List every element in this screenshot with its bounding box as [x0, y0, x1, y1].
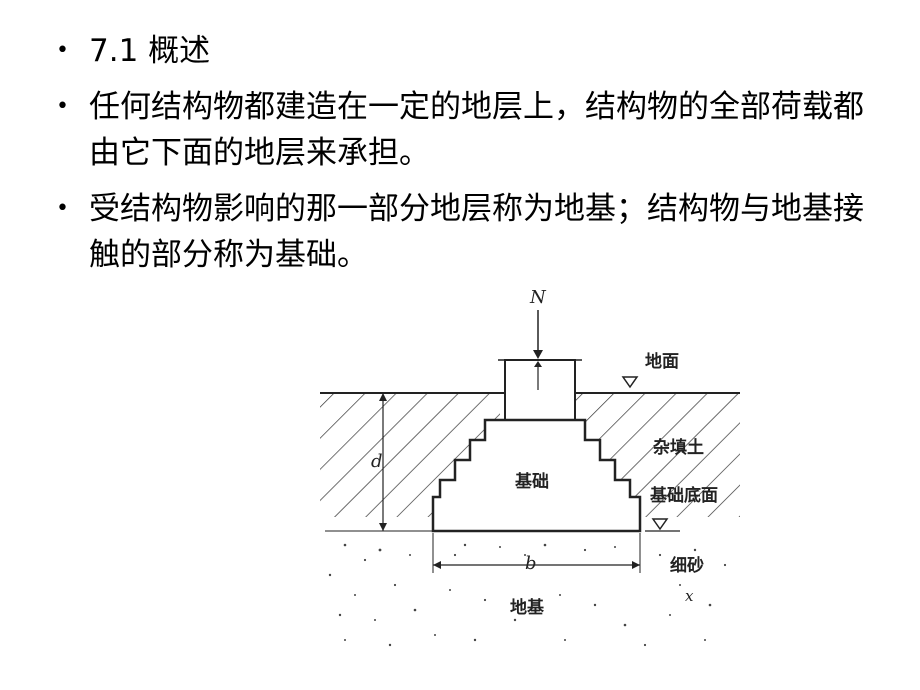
bullet-item-section-title: • 7.1 概述 [52, 28, 872, 74]
width-label: b [525, 553, 537, 574]
bullet-item-load-bearing: • 任何结构物都建造在一定的地层上，结构物的全部荷载都由它下面的地层来承担。 [52, 84, 872, 176]
column [504, 359, 576, 421]
bullet-text: 任何结构物都建造在一定的地层上，结构物的全部荷载都由它下面的地层来承担。 [89, 89, 864, 171]
stepped-foundation [431, 418, 642, 533]
x-label: x [685, 587, 694, 605]
load-label: N [529, 287, 547, 308]
bullet-item-definition: • 受结构物影响的那一部分地层称为地基；结构物与地基接触的部分称为基础。 [52, 186, 872, 278]
bullet-dot-icon: • [56, 196, 69, 221]
base-surface-label: 基础底面 [649, 485, 718, 506]
foundation-diagram-svg: N 地面 杂填土 基础 基础底面 细砂 地基 d b x [320, 287, 740, 647]
bullet-list: • 7.1 概述 • 任何结构物都建造在一定的地层上，结构物的全部荷载都由它下面… [52, 28, 872, 288]
ground-level-marker-icon [621, 376, 639, 389]
sand-speckles [328, 543, 727, 647]
foundation-label: 基础 [514, 471, 549, 492]
ground-label: 地面 [645, 351, 679, 372]
base-level-marker-icon [651, 518, 669, 531]
bullet-text: 受结构物影响的那一部分地层称为地基；结构物与地基接触的部分称为基础。 [89, 191, 864, 273]
bullet-dot-icon: • [56, 94, 69, 119]
fine-sand-label: 细砂 [670, 555, 704, 576]
foundation-diagram: N 地面 杂填土 基础 基础底面 细砂 地基 d b x [285, 255, 755, 655]
bullet-text: 7.1 概述 [89, 33, 211, 69]
depth-label: d [371, 451, 383, 472]
bullet-dot-icon: • [56, 38, 69, 63]
fill-soil-label: 杂填土 [653, 437, 704, 458]
subgrade-label: 地基 [510, 597, 545, 618]
